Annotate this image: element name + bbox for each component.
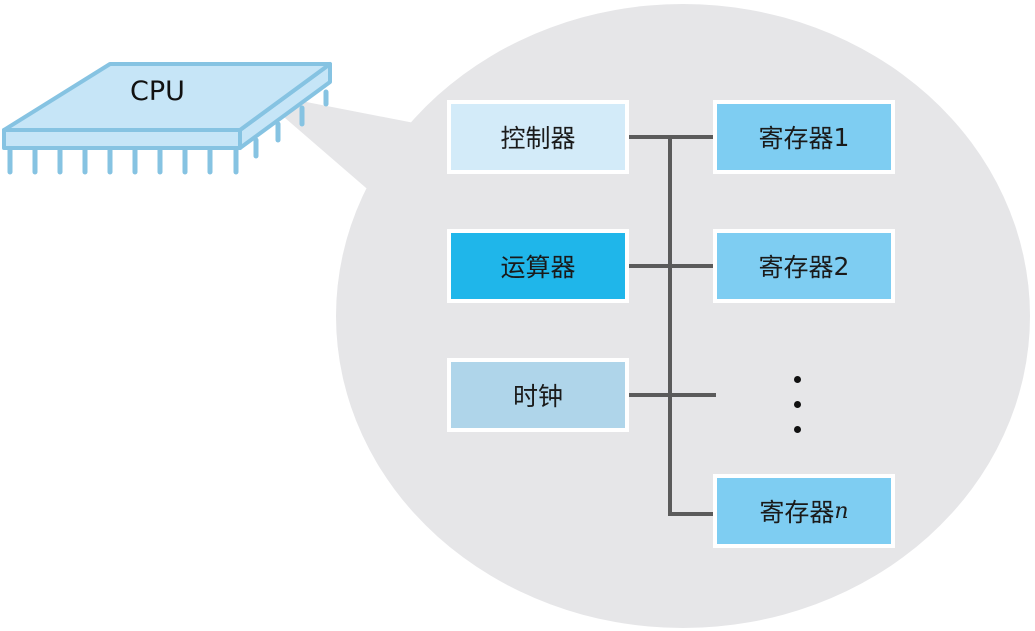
register-1-label: 寄存器 (758, 124, 834, 153)
cpu-label: CPU (130, 76, 185, 107)
zoom-bubble (255, 4, 1030, 628)
clock-box: 时钟 (447, 358, 629, 432)
alu-box: 运算器 (447, 229, 629, 303)
register-2-label: 寄存器 (758, 253, 834, 282)
register-n-index: n (834, 498, 849, 524)
controller-label: 控制器 (500, 124, 576, 153)
register-1-index: 1 (833, 122, 850, 152)
ellipsis-dot (794, 376, 801, 383)
cpu-chip-icon (2, 62, 332, 175)
register-2-index: 2 (833, 251, 850, 281)
controller-box: 控制器 (447, 100, 629, 174)
bus-lines (626, 135, 716, 516)
register-n-label: 寄存器 (759, 498, 835, 527)
clock-label: 时钟 (512, 382, 563, 411)
ellipsis-dot (794, 426, 801, 433)
alu-label: 运算器 (500, 253, 576, 282)
ellipsis-dot (794, 401, 801, 408)
